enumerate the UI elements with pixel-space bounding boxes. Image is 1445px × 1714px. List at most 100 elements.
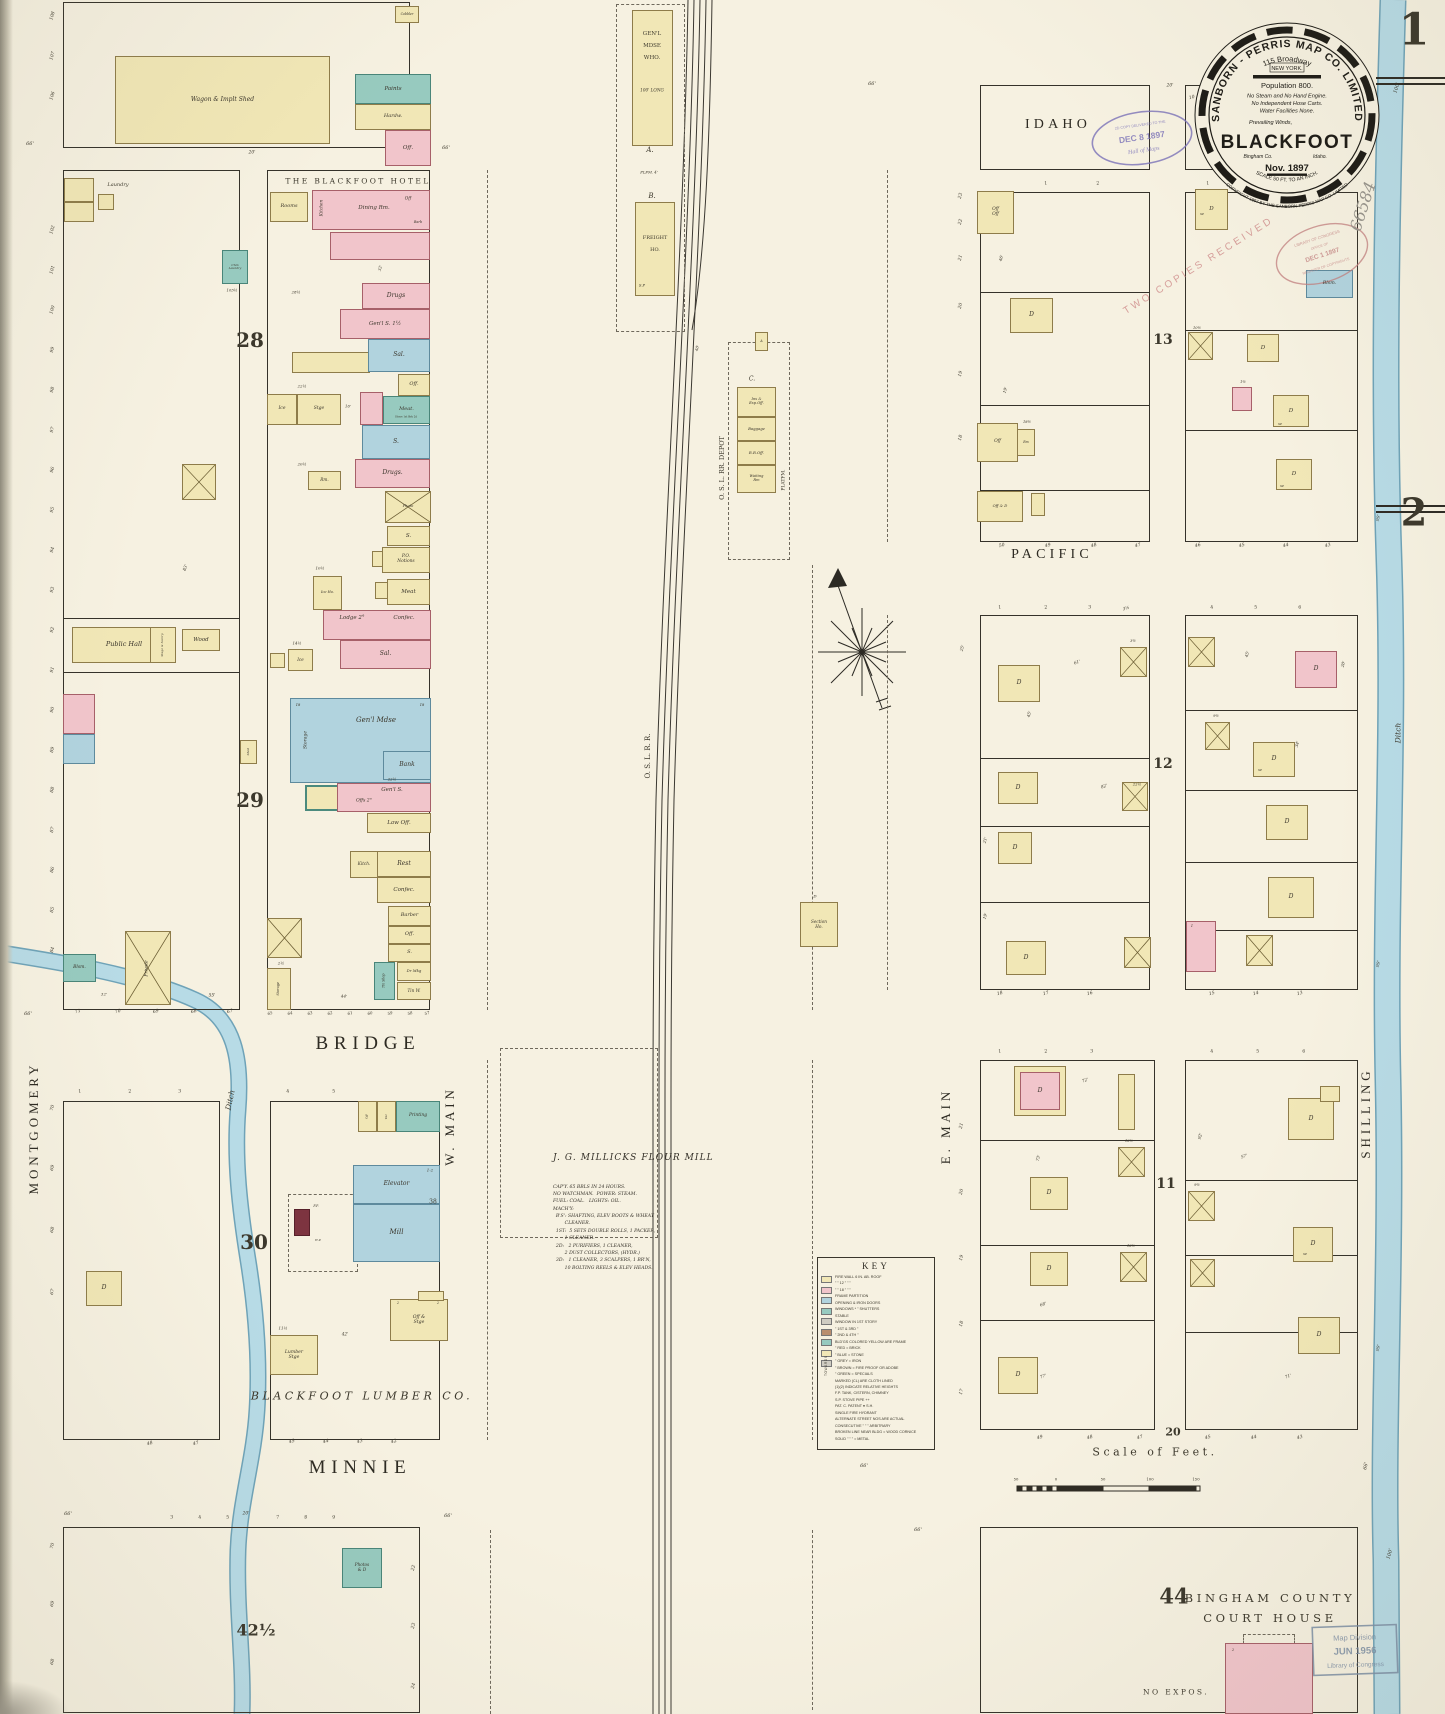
key-line: " GREY = IRON — [835, 1359, 862, 1364]
lot-line — [1185, 710, 1358, 711]
flour-mill-line: MACH'Y: — [553, 1206, 574, 1212]
map-label: HO. — [650, 247, 660, 253]
flour-mill-line: 1ST: 5 SETS DOUBLE ROLLS, 1 PACKER, — [553, 1228, 656, 1234]
building-label: D — [1016, 679, 1022, 687]
street-label: MONTGOMERY — [26, 1061, 41, 1195]
key-line: ALTERNATE STREET NOS ARE ACTUAL — [835, 1417, 905, 1422]
building-label: Shed — [245, 748, 250, 756]
block-outline — [1185, 85, 1358, 170]
building-label: Dr Mkg — [406, 968, 422, 974]
building-elevator: Elevator — [353, 1165, 440, 1204]
lot-number: 18½ — [1124, 1139, 1134, 1143]
building-photo: Photo — [385, 491, 431, 523]
lot-number: 21 — [957, 254, 965, 262]
lot-number: 1 — [77, 1089, 83, 1095]
flour-mill-line: NO WATCHMAN. POWER: STEAM. — [553, 1192, 637, 1198]
crossed-stable-icon — [1189, 333, 1212, 359]
building-label: D — [1271, 755, 1277, 763]
street-label: E. MAIN — [938, 1087, 953, 1165]
building-label: A — [760, 338, 763, 343]
lot-number: 3½ — [1122, 604, 1130, 612]
flour-mill-line: 2 DUST COLLECTORS, (HYDR.) — [553, 1250, 640, 1256]
lot-line — [1185, 1332, 1358, 1333]
building — [1246, 935, 1273, 966]
lot-number: 10½ — [315, 565, 325, 571]
lot-number: 28½ — [291, 289, 301, 295]
building-d: D — [1288, 1098, 1334, 1140]
lot-number: 16' — [345, 403, 351, 409]
map-label: Lodge 2° — [339, 615, 365, 621]
key-swatch — [821, 1286, 832, 1294]
lot-number: 68 — [49, 1658, 57, 1666]
building-mill: Mill — [353, 1204, 440, 1262]
lot-number: 63 — [306, 1009, 314, 1017]
lot-number: 9½ — [1213, 714, 1219, 718]
lot-number: 17 — [958, 1388, 966, 1396]
building-label: Kitch. — [357, 861, 371, 867]
building-label: Section Ho. — [811, 918, 827, 929]
lot-number: 87 — [49, 826, 57, 834]
building-label: Ice — [278, 406, 286, 412]
building-rm: Rm. — [308, 471, 341, 490]
dashed-lot-outline — [616, 4, 685, 332]
torn-paper-edge — [0, 0, 13, 1714]
building — [337, 783, 431, 812]
map-label: O. S. L. RR. DEPOT — [718, 436, 726, 500]
key-line: S.P. STOVE PIPE ++ — [835, 1397, 870, 1402]
lot-number: 18 — [957, 434, 965, 442]
lot-line — [980, 1245, 1155, 1246]
lot-number: 100' — [1392, 81, 1402, 95]
building-label: Stge — [313, 406, 325, 412]
block-outline — [980, 192, 1150, 542]
building-ins-exp-off: Ins & Exp.Off. — [737, 387, 776, 417]
building-label: D — [1029, 311, 1034, 319]
map-label: FREIGHT — [642, 235, 668, 241]
building-chin-laundry: Chin Laundry — [222, 250, 248, 284]
flour-mill-line: CAP'Y. 65 BBLS IN 24 HOURS. — [553, 1184, 626, 1190]
building — [1122, 782, 1148, 811]
building-label: Law Off. — [387, 819, 411, 826]
map-label: SP — [1199, 212, 1205, 216]
building-off: Off — [977, 423, 1018, 462]
lot-number: 91 — [49, 666, 57, 674]
map-label: Off — [404, 195, 412, 201]
building-off: Off — [358, 1101, 377, 1132]
building-gen-l-s-1: Gen'l S. 1½ — [340, 309, 430, 339]
lot-number: 22½ — [387, 776, 397, 782]
building — [330, 232, 430, 260]
building-ice: Ice — [267, 394, 297, 425]
building-s: S. — [387, 526, 430, 546]
lot-number: 3 — [1275, 181, 1281, 187]
lot-number: 103½ — [226, 287, 238, 293]
building-label: D — [1288, 893, 1294, 901]
lot-number: 1 — [997, 605, 1003, 611]
lot-number: 9 — [331, 1515, 337, 1521]
lot-number: 13 — [1153, 332, 1173, 348]
building-label: Elevator — [383, 1180, 410, 1188]
key-line: CONSECUTIVE " " " ARBITRARY — [835, 1423, 891, 1428]
flour-mill-line: B'S': SHAFTING, ELEV BOOTS & WHEAT — [553, 1214, 654, 1220]
lot-number: 86 — [49, 866, 57, 874]
lot-number: 1-2 — [426, 1167, 434, 1173]
lot-number: 84 — [49, 946, 57, 954]
lot-line — [1185, 790, 1358, 791]
lot-number: 47 — [1136, 1434, 1144, 1442]
building-d: D — [1195, 189, 1228, 230]
building-label: Off. — [402, 144, 414, 151]
lot-number: 85 — [49, 906, 57, 914]
building-label: D — [1288, 407, 1294, 414]
lot-number: 7 — [275, 1515, 281, 1521]
lot-number: 99' — [1375, 1344, 1383, 1352]
map-label: D — [813, 893, 817, 899]
map-label: H.P. — [315, 1238, 321, 1242]
map-label: Gen'l Mdse — [355, 716, 397, 724]
map-label: THE BLACKFOOT HOTEL — [285, 176, 431, 186]
lot-number: 3½ — [1130, 639, 1136, 643]
map-label: C. — [748, 375, 756, 383]
lot-number: 2 — [1095, 181, 1101, 187]
key-line: " GREEN = SPECIALS — [835, 1372, 873, 1377]
lot-number: 66' — [868, 81, 876, 87]
building-label: Waiting Rm — [749, 474, 764, 482]
key-line: " " 18 " " " — [835, 1287, 851, 1292]
building — [98, 194, 114, 210]
